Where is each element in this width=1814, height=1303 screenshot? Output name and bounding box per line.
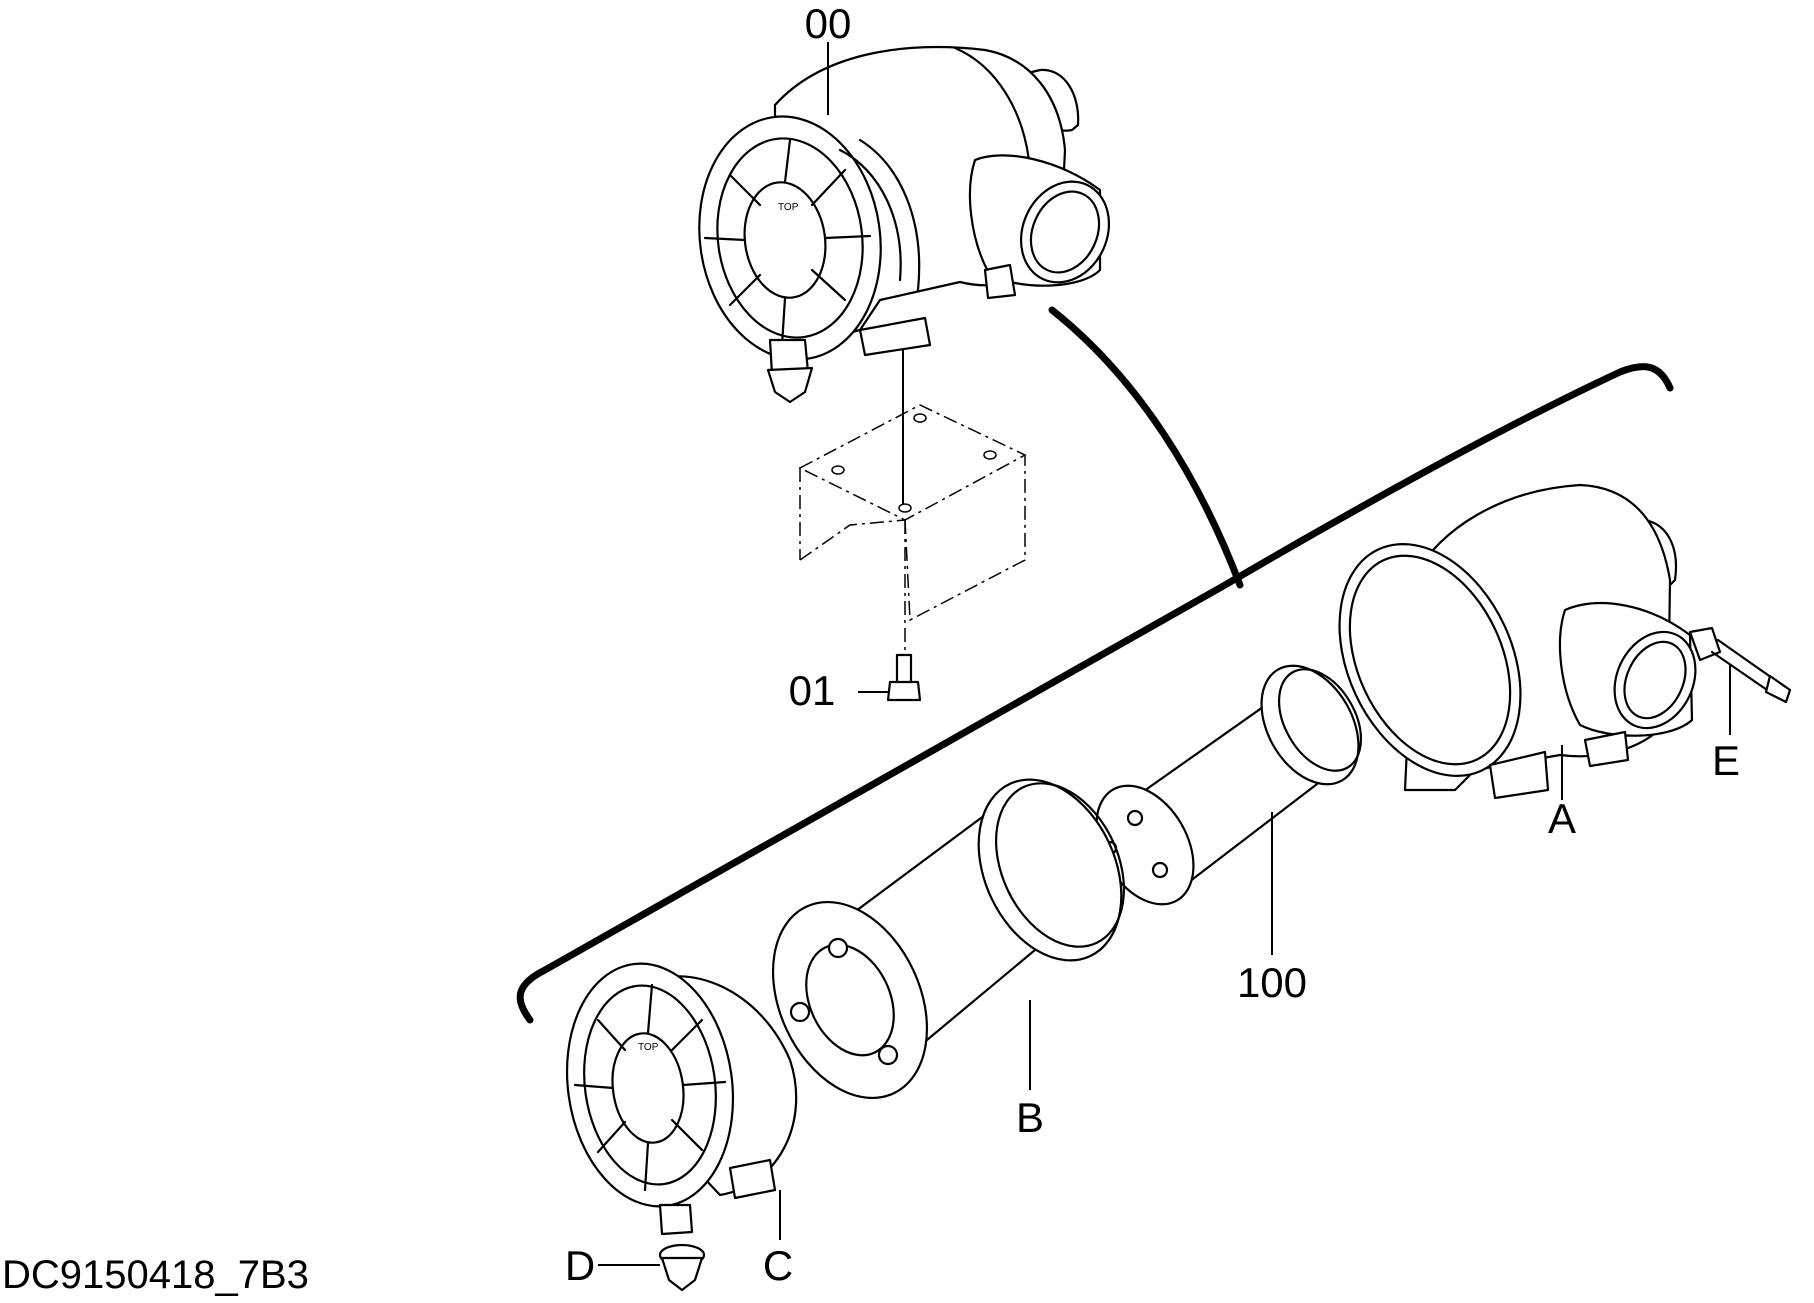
callout-e: E [1712, 737, 1740, 784]
dust-valve [658, 1243, 706, 1292]
callout-100: 100 [1237, 959, 1307, 1006]
service-indicator [1688, 626, 1792, 704]
housing [1338, 483, 1697, 800]
svg-text:TOP: TOP [638, 1042, 659, 1053]
callout-01: 01 [789, 667, 836, 714]
callout-b: B [1016, 1094, 1044, 1141]
air-cleaner-assembly: TOP [698, 45, 1111, 404]
cover: TOP [565, 962, 798, 1236]
mounting-bracket [798, 350, 1027, 655]
svg-text:TOP: TOP [778, 202, 799, 213]
callout-00: 00 [805, 0, 852, 47]
callout-c: C [763, 1242, 793, 1289]
inner-element [1095, 664, 1363, 906]
callout-d: D [565, 1242, 595, 1289]
bracket-pointer [1048, 306, 1244, 589]
outer-element [771, 778, 1126, 1100]
exploded-view-bracket [516, 363, 1674, 1024]
callout-a: A [1548, 795, 1576, 842]
drawing-id: DC9150418_7B3 [2, 1253, 309, 1297]
bolt [886, 653, 922, 702]
